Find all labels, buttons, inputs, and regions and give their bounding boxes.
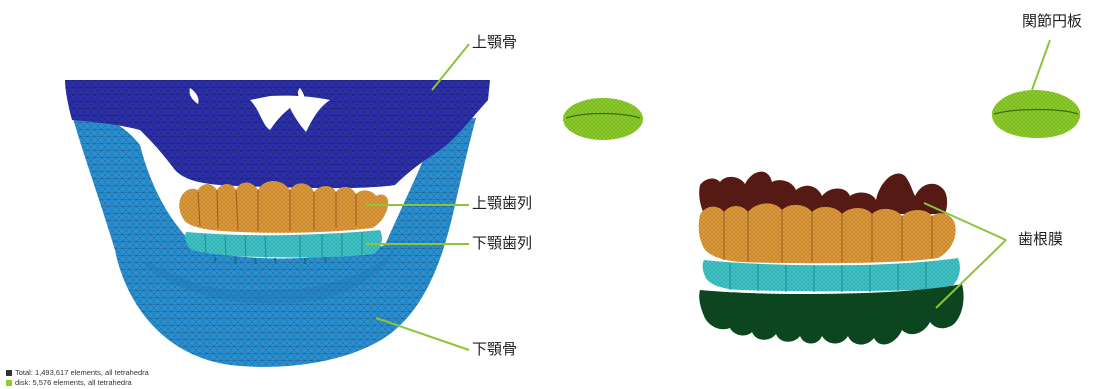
legend-total-text: Total: 1,493,617 elements, all tetrahedr… [15,368,149,377]
legend-disk-swatch [6,380,12,386]
periodontal-ligament-lower-mesh [699,284,963,345]
articular-disc-right [992,90,1080,138]
upper-dentition-mesh [179,181,388,233]
legend-disk-text: disk: 5,576 elements, all tetrahedra [15,378,132,387]
legend-total-swatch [6,370,12,376]
articular-disc-left [563,98,643,140]
legend-total: Total: 1,493,617 elements, all tetrahedr… [6,369,149,377]
label-articular-disc: 関節円板 [1022,14,1082,29]
label-lower-dentition: 下顎歯列 [472,236,532,251]
upper-dentition-right-mesh [699,203,956,263]
leader-disc [1032,40,1050,90]
label-mandible: 下顎骨 [472,342,517,357]
legend-disk: disk: 5,576 elements, all tetrahedra [6,379,132,387]
label-periodontal-ligament: 歯根膜 [1018,232,1063,247]
label-upper-dentition: 上顎歯列 [472,196,532,211]
label-maxilla: 上顎骨 [472,35,517,50]
